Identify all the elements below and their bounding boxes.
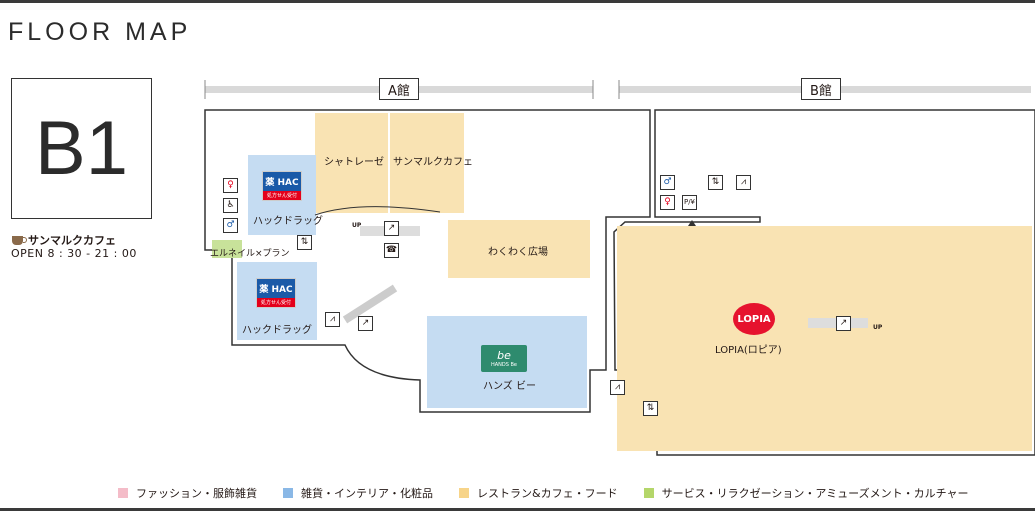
legend-item-service: サービス・リラクゼーション・アミューズメント・カルチャー xyxy=(643,485,969,501)
shop-saintmarc-label[interactable]: サンマルクカフェ xyxy=(393,157,473,168)
hac-logo-top: 薬 HAC xyxy=(263,172,301,191)
legend-item-food: レストラン&カフェ・フード xyxy=(459,485,618,501)
top-border xyxy=(0,0,1035,3)
legend-label: 雑貨・インテリア・化粧品 xyxy=(301,487,433,500)
accessible-restroom-icon: ♿ xyxy=(223,198,238,213)
shop-elnail-area[interactable] xyxy=(212,240,242,258)
escalator-icon: ↗ xyxy=(836,316,851,331)
lopia-logo: LOPIA xyxy=(733,303,775,335)
legend-swatch xyxy=(459,488,469,498)
legend-swatch xyxy=(283,488,293,498)
shop-hac2-label[interactable]: ハックドラッグ xyxy=(242,325,312,336)
hac-logo-1: 薬 HAC 処方せん受付 xyxy=(262,171,302,201)
legend-item-goods: 雑貨・インテリア・化粧品 xyxy=(283,485,433,501)
hac-logo-bottom: 処方せん受付 xyxy=(257,298,295,307)
bottom-border xyxy=(0,508,1035,511)
shop-lopia-area[interactable] xyxy=(617,226,1032,451)
stairs-icon: ⩘ xyxy=(610,380,625,395)
hands-logo-main: be xyxy=(497,349,511,362)
mens-restroom-icon: ♂ xyxy=(223,218,238,233)
shop-chateraise-label[interactable]: シャトレーゼ xyxy=(324,157,384,168)
hall-a-label: A館 xyxy=(379,78,419,100)
parking-payment-icon: P/¥ xyxy=(682,195,697,210)
shop-wakuwaku-label[interactable]: わくわく広場 xyxy=(488,247,548,258)
hac-logo-top: 薬 HAC xyxy=(257,279,295,298)
legend-item-fashion: ファッション・服飾雑貨 xyxy=(118,485,257,501)
shop-saintmarc-area[interactable] xyxy=(390,113,464,213)
escalator-icon: ↗ xyxy=(384,221,399,236)
elevator-icon: ⇅ xyxy=(643,401,658,416)
cafe-hours: OPEN 8 : 30 - 21 : 00 xyxy=(11,247,137,260)
hall-b-label: B館 xyxy=(801,78,841,100)
shop-wakuwaku-area[interactable] xyxy=(448,220,590,278)
shop-hac1-label[interactable]: ハックドラッグ xyxy=(253,216,323,227)
legend-label: ファッション・服飾雑貨 xyxy=(136,487,257,500)
hac-logo-2: 薬 HAC 処方せん受付 xyxy=(256,278,296,308)
stairs-icon: ⩘ xyxy=(325,312,340,327)
corridor-curve xyxy=(314,206,441,216)
legend-label: レストラン&カフェ・フード xyxy=(477,487,618,500)
floor-indicator: B1 xyxy=(11,78,152,219)
shop-lopia-label[interactable]: LOPIA(ロピア) xyxy=(715,345,782,356)
hands-logo: be HANDS Be xyxy=(481,345,527,372)
escalator-up-label: UP xyxy=(352,222,362,229)
floor-label: B1 xyxy=(35,106,128,191)
shop-chateraise-area[interactable] xyxy=(315,113,388,213)
legend-swatch xyxy=(643,488,654,498)
escalator-up-label: UP xyxy=(873,324,883,331)
elevator-icon: ⇅ xyxy=(297,235,312,250)
entrance-arrow-icon xyxy=(688,220,696,226)
hac-logo-bottom: 処方せん受付 xyxy=(263,191,301,200)
escalator-icon: ↗ xyxy=(358,316,373,331)
cafe-info: サンマルクカフェ xyxy=(12,232,116,248)
mens-restroom-icon: ♂ xyxy=(660,175,675,190)
phone-icon: ☎ xyxy=(384,243,399,258)
shop-hands-label[interactable]: ハンズ ビー xyxy=(483,381,536,392)
cafe-name: サンマルクカフェ xyxy=(28,234,116,247)
page-title: FLOOR MAP xyxy=(8,18,192,46)
legend-label: サービス・リラクゼーション・アミューズメント・カルチャー xyxy=(661,487,969,500)
hands-logo-sub: HANDS Be xyxy=(490,362,518,368)
legend: ファッション・服飾雑貨 雑貨・インテリア・化粧品 レストラン&カフェ・フード サ… xyxy=(118,485,968,501)
escalator-diagonal xyxy=(342,284,398,324)
shop-elnail-label[interactable]: エルネイル×プラン xyxy=(210,249,290,259)
stairs-icon: ⩘ xyxy=(736,175,751,190)
coffee-cup-icon xyxy=(12,235,27,245)
womens-restroom-icon: ♀ xyxy=(660,195,675,210)
legend-swatch xyxy=(118,488,128,498)
elevator-icon: ⇅ xyxy=(708,175,723,190)
womens-restroom-icon: ♀ xyxy=(223,178,238,193)
